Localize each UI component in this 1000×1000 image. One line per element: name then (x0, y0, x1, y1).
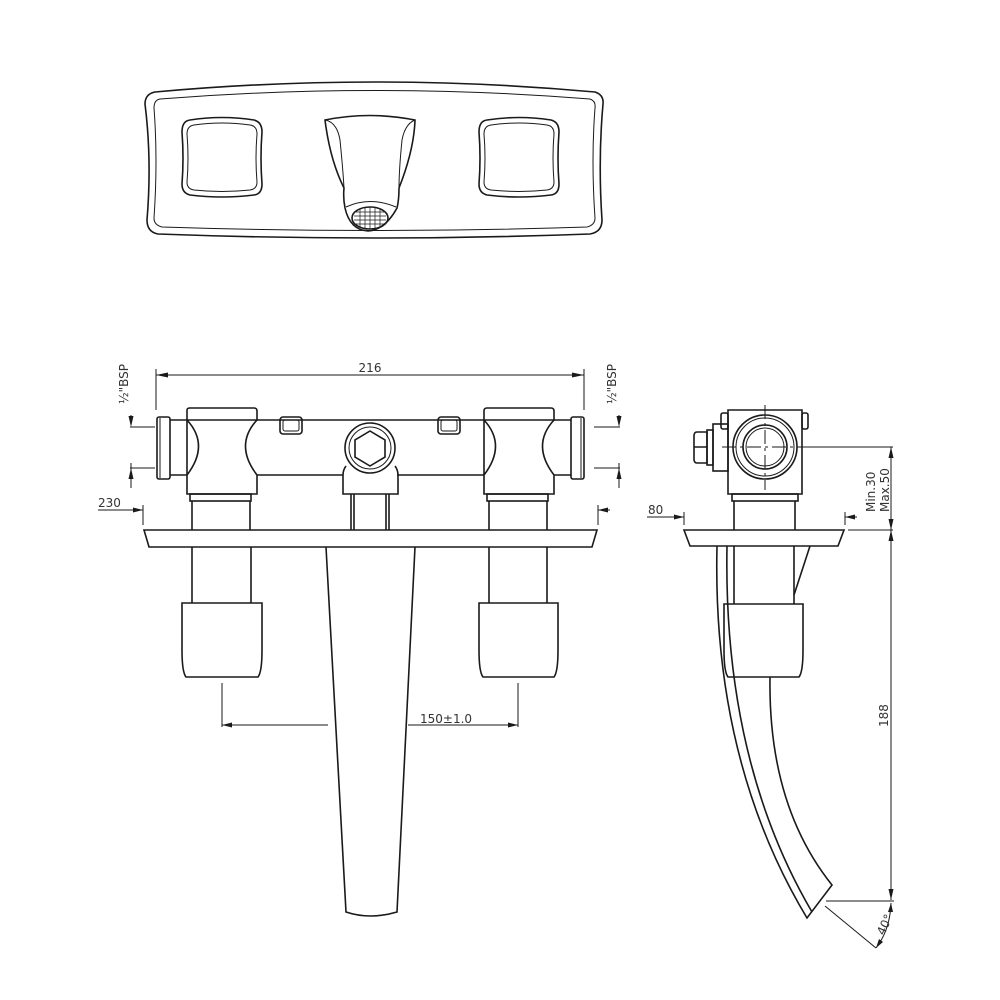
front-dimensions: 216 ½"BSP ½"BSP 230 150±1.0 (98, 361, 622, 728)
front-spout (325, 546, 416, 917)
right-handle (478, 602, 559, 678)
aerator-mesh-icon (351, 206, 389, 230)
dim-spout-angle: 40° (874, 912, 896, 937)
boss-left (279, 416, 303, 435)
top-right-handle-inner (483, 122, 555, 192)
dim-wall-depth-min: Min.30 (864, 472, 878, 512)
top-plate-outer (144, 81, 604, 239)
center-hex-nut-icon (344, 422, 396, 474)
dim-wall-depth-max: Max.50 (878, 468, 892, 512)
top-left-handle-inner (186, 122, 258, 192)
dim-inlet-right: ½"BSP (605, 364, 619, 404)
top-spout-edge-right (398, 119, 416, 189)
side-handle (723, 603, 804, 678)
top-left-handle-outer (181, 116, 263, 198)
side-wall-plate (682, 529, 846, 547)
right-valve-collar (486, 493, 549, 502)
dim-plate-offset-front: 230 (98, 496, 121, 510)
top-spout-aerator-line (345, 201, 397, 208)
dim-inlet-left: ½"BSP (117, 364, 131, 404)
boss-right (437, 416, 461, 435)
side-hex-nut-icon (693, 431, 708, 464)
side-spout (715, 545, 834, 920)
front-wall-plate (142, 529, 599, 548)
left-valve-collar (189, 493, 252, 502)
top-view (144, 81, 604, 239)
side-view (682, 405, 846, 920)
left-inlet-flange (156, 416, 171, 480)
top-plate-inner (153, 90, 596, 231)
top-spout-edge-left (324, 119, 345, 189)
dim-handle-centres: 150±1.0 (420, 712, 472, 726)
main-pipe (257, 419, 484, 476)
dim-overall-width: 216 (359, 361, 382, 375)
center-connector (342, 465, 399, 495)
left-handle (181, 602, 263, 678)
top-right-handle-outer (478, 116, 560, 198)
left-valve-body (186, 407, 258, 495)
dim-spout-drop: 188 (877, 704, 891, 727)
right-inlet-flange (570, 416, 585, 480)
front-view (142, 407, 599, 917)
right-valve-body (483, 407, 555, 495)
dim-plate-offset-side: 80 (648, 503, 663, 517)
side-dimensions: 80 Min.30 Max.50 188 40° (647, 446, 896, 949)
